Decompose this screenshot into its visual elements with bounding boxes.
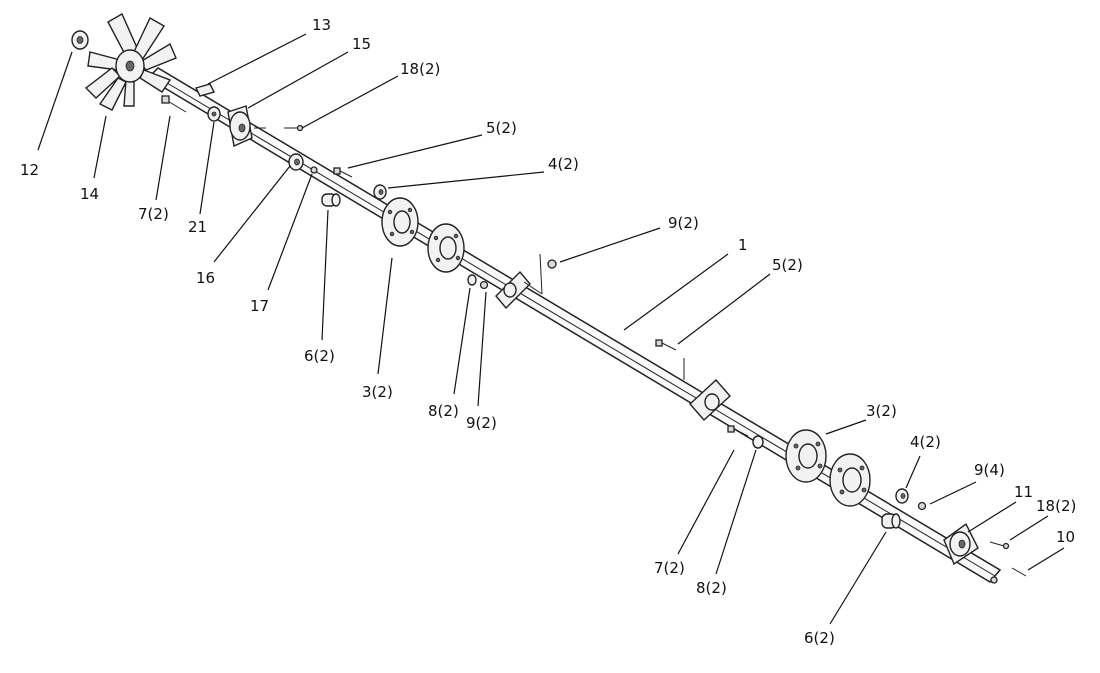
callout-6-lower: 6(2) — [804, 629, 835, 647]
bolt-part-7-upper — [161, 95, 187, 113]
callout-9-middle: 9(2) — [466, 414, 497, 432]
mounting-bracket-upper — [495, 253, 543, 310]
callout-17: 17 — [250, 297, 269, 315]
end-cap-part-12 — [71, 30, 89, 50]
shaft-part-1 — [146, 67, 1002, 583]
callout-10: 10 — [1056, 528, 1075, 546]
washer-nut-parts-8-9-upper — [467, 274, 489, 290]
callout-14: 14 — [80, 185, 99, 203]
screw-part-18-lower — [989, 541, 1010, 550]
screw-part-18-upper — [284, 124, 304, 132]
callout-4-upper: 4(2) — [548, 155, 579, 173]
callout-3-lower: 3(2) — [866, 402, 897, 420]
fan-blade-assembly — [84, 13, 177, 111]
bushing-part-4-upper — [373, 184, 387, 200]
callout-7-lower: 7(2) — [654, 559, 685, 577]
callout-3-upper: 3(2) — [362, 383, 393, 401]
bearing-flange-part-11 — [943, 522, 979, 566]
callout-13: 13 — [312, 16, 331, 34]
callout-8-lower: 8(2) — [696, 579, 727, 597]
nut-part-9-upper — [547, 259, 557, 269]
bolt-part-5-upper — [333, 167, 353, 178]
callout-9-upper: 9(2) — [668, 214, 699, 232]
callout-18-upper: 18(2) — [400, 60, 440, 78]
callout-12: 12 — [20, 161, 39, 179]
bolt-washer-parts-7-8-lower — [727, 425, 764, 449]
bearing-flange-part-15 — [227, 105, 266, 148]
key-part-13 — [194, 83, 216, 97]
callout-labels: 13 15 18(2) 5(2) 4(2) 9(2) 1 5(2) 12 14 … — [20, 16, 1076, 647]
spacer-part-6-lower — [881, 513, 901, 529]
collar-part-16 — [288, 153, 304, 171]
callout-11: 11 — [1014, 483, 1033, 501]
leader-lines — [37, 33, 1065, 625]
callout-5-lower: 5(2) — [772, 256, 803, 274]
flange-pair-part-3-lower — [785, 429, 871, 507]
set-screw-part-17 — [310, 166, 318, 174]
mounting-bracket-lower — [683, 358, 731, 422]
callout-15: 15 — [352, 35, 371, 53]
callout-18-lower: 18(2) — [1036, 497, 1076, 515]
callout-1: 1 — [738, 236, 748, 254]
pin-part-10 — [990, 567, 1027, 584]
callout-7-upper: 7(2) — [138, 205, 169, 223]
callout-21: 21 — [188, 218, 207, 236]
bolt-part-5-lower — [655, 339, 677, 351]
callout-16: 16 — [196, 269, 215, 287]
callout-6-upper: 6(2) — [304, 347, 335, 365]
bushing-nut-parts-4-9-lower — [895, 488, 927, 511]
callout-4-lower: 4(2) — [910, 433, 941, 451]
washer-part-21 — [207, 106, 221, 122]
callout-9-lower: 9(4) — [974, 461, 1005, 479]
flange-pair-part-3-upper — [381, 197, 465, 273]
callout-5-upper: 5(2) — [486, 119, 517, 137]
spacer-part-6-upper — [321, 193, 341, 207]
callout-8-upper: 8(2) — [428, 402, 459, 420]
